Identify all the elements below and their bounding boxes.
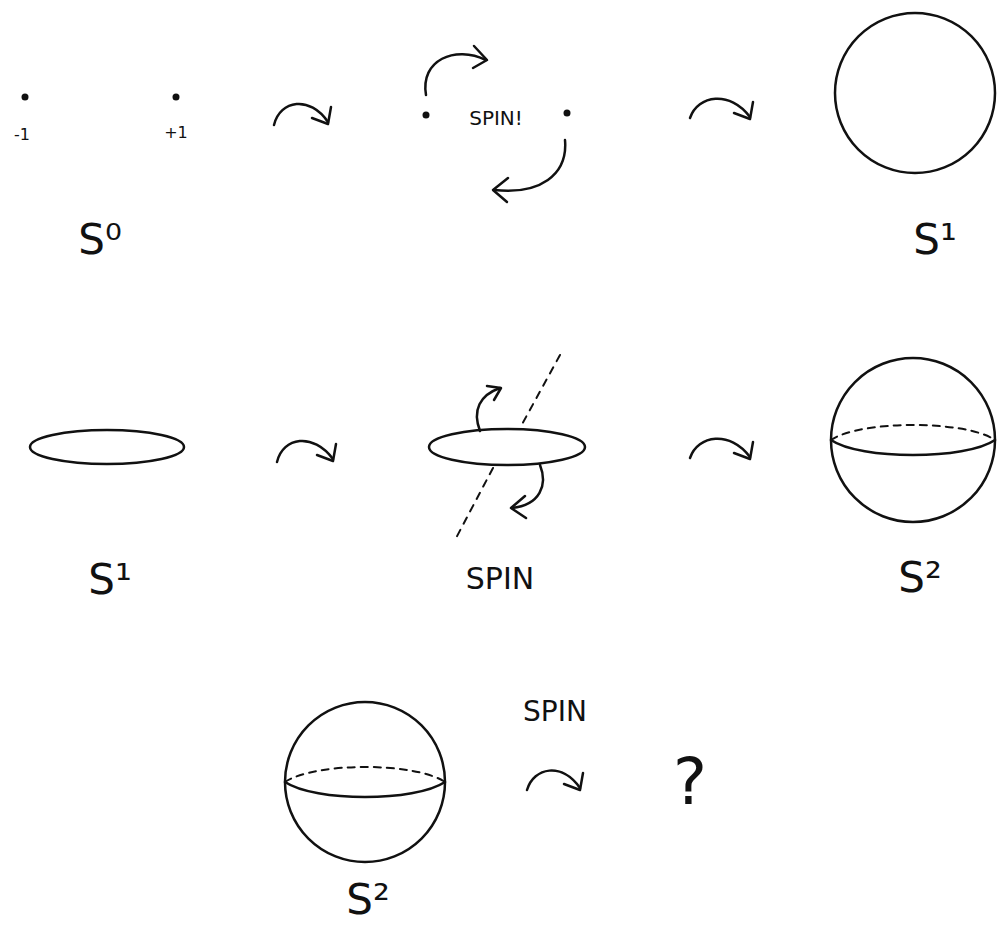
step-arrow [277,441,336,462]
flat-circle [30,430,184,464]
sphere-label: S⁰ [78,217,122,263]
sphere-label: S¹ [913,217,957,263]
circle [835,13,995,173]
sphere-label: S² [346,877,390,923]
step-label: SPIN! [469,107,523,129]
point [22,94,29,101]
point-label: -1 [14,126,30,144]
spin-arrow [425,46,565,202]
point-label: +1 [164,124,188,142]
sphere-label: S¹ [88,557,132,603]
sphere [831,358,995,522]
question-mark: ? [673,747,707,817]
spin-axis [455,468,493,540]
step-arrow [274,104,331,125]
spin-axis [520,355,560,428]
step-arrow [690,439,753,459]
step-label: SPIN [466,562,534,595]
sphere-label: S² [898,555,942,601]
spin-arrow [477,386,543,518]
sphere [285,702,445,862]
step-arrow [527,771,583,790]
point [173,94,180,101]
point [564,110,571,117]
step-label: SPIN [523,697,587,728]
point [423,112,430,119]
step-arrow [690,99,753,119]
flat-circle [429,429,585,465]
